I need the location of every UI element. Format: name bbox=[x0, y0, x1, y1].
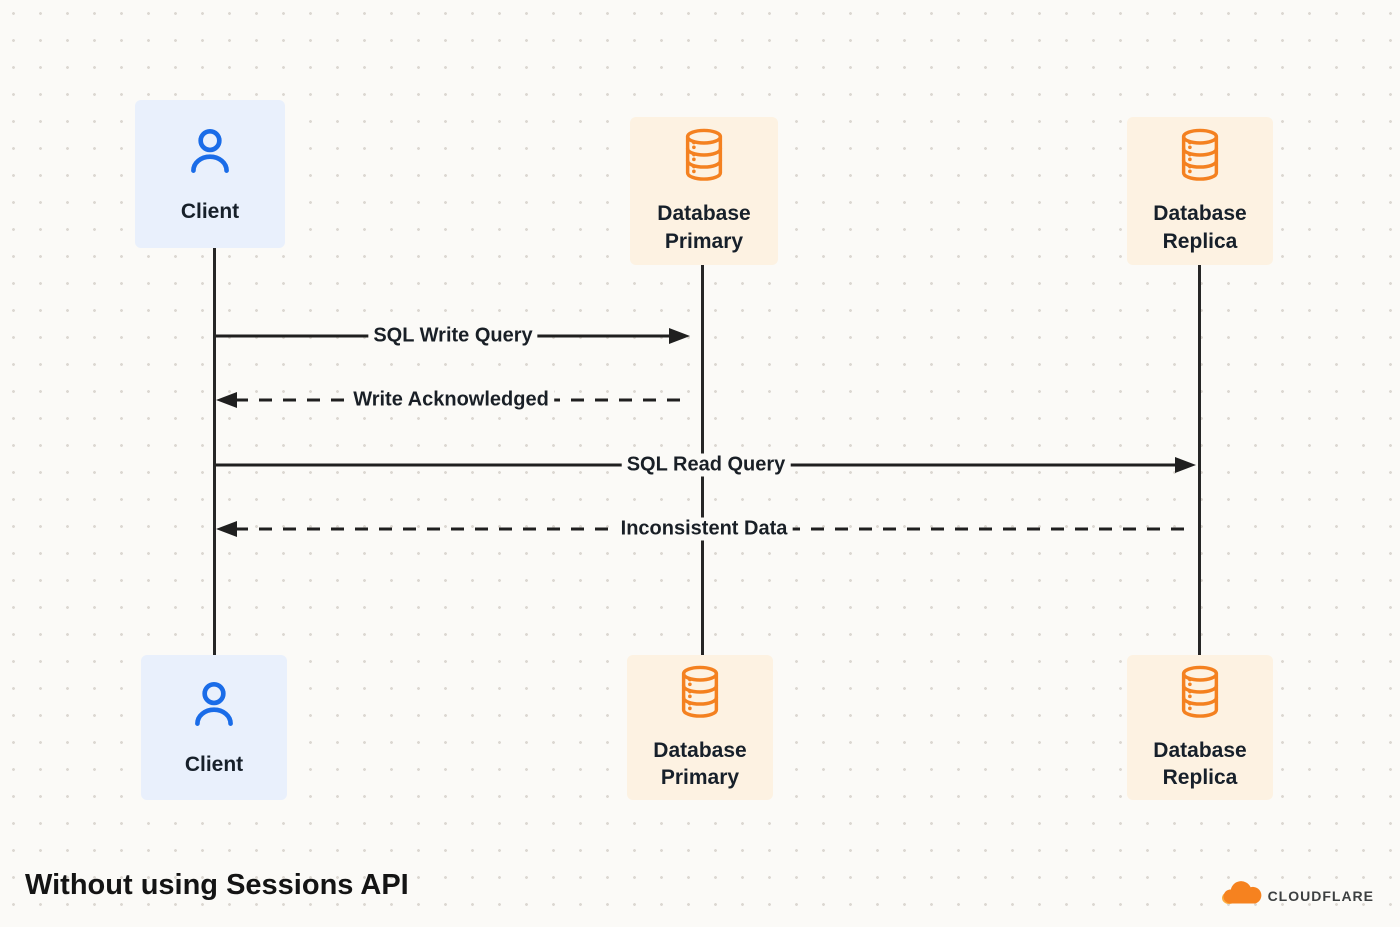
actor-label-client: Client bbox=[184, 753, 244, 777]
actor-label-line1: Database bbox=[1153, 738, 1247, 762]
actor-label-client: Client bbox=[180, 199, 240, 223]
message-write-acknowledged: Write Acknowledged bbox=[216, 385, 686, 415]
cloudflare-cloud-icon bbox=[1220, 880, 1262, 911]
message-label: Inconsistent Data bbox=[615, 517, 793, 541]
actor-label-database-replica: Database Replica bbox=[1153, 200, 1246, 255]
actor-client-top: Client bbox=[135, 100, 285, 248]
page-title: Without using Sessions API bbox=[25, 869, 409, 901]
actor-database-primary-top: Database Primary bbox=[630, 117, 778, 265]
message-label: Write Acknowledged bbox=[348, 388, 554, 412]
database-icon bbox=[678, 127, 730, 188]
actor-label-line1: Database bbox=[657, 202, 751, 226]
database-icon bbox=[674, 664, 726, 725]
actor-database-replica-top: Database Replica bbox=[1127, 117, 1273, 265]
lifeline-database-replica bbox=[1198, 265, 1201, 657]
lifeline-client bbox=[213, 248, 216, 657]
message-inconsistent-data: Inconsistent Data bbox=[216, 514, 1192, 544]
actor-label-line2: Primary bbox=[664, 229, 744, 253]
actor-label-database-primary: Database Primary bbox=[657, 200, 750, 255]
message-label: SQL Read Query bbox=[621, 453, 791, 477]
actor-label-line2: Replica bbox=[1162, 766, 1238, 789]
actor-database-primary-bottom: Database Primary bbox=[627, 655, 773, 800]
database-icon bbox=[1174, 664, 1226, 725]
cloudflare-logo: CLOUDFLARE bbox=[1220, 880, 1374, 911]
dashed-arrow-left-icon bbox=[216, 521, 1192, 537]
actor-label-line1: Database bbox=[1153, 202, 1247, 226]
actor-label-database-primary: Database Primary bbox=[653, 737, 746, 792]
actor-label-line2: Replica bbox=[1162, 229, 1238, 253]
actor-label-line1: Database bbox=[653, 738, 747, 762]
actor-label-line2: Primary bbox=[660, 766, 740, 789]
person-icon bbox=[185, 676, 243, 739]
message-sql-write-query: SQL Write Query bbox=[216, 321, 690, 351]
person-icon bbox=[181, 123, 239, 186]
message-label: SQL Write Query bbox=[368, 324, 538, 348]
actor-label-database-replica: Database Replica bbox=[1153, 737, 1246, 792]
database-icon bbox=[1174, 127, 1226, 188]
actor-database-replica-bottom: Database Replica bbox=[1127, 655, 1273, 800]
brand-name: CLOUDFLARE bbox=[1267, 887, 1374, 904]
actor-client-bottom: Client bbox=[141, 655, 287, 800]
message-sql-read-query: SQL Read Query bbox=[216, 450, 1196, 480]
